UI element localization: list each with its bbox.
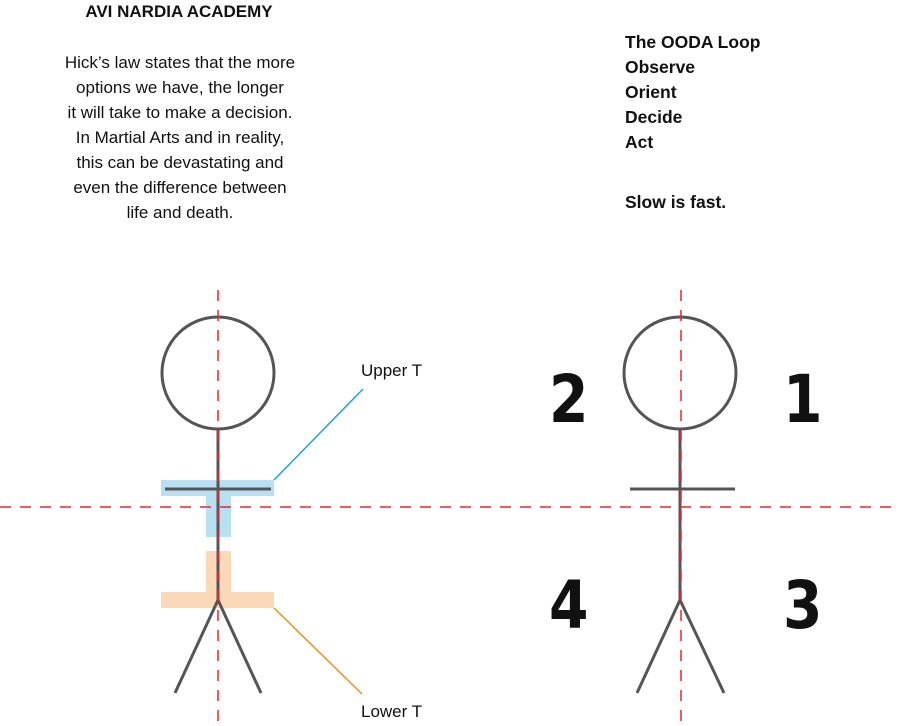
intro-line: this can be devastating and: [76, 153, 284, 172]
intro-line: it will take to make a decision.: [67, 103, 293, 122]
quadrant-number-3: 3: [783, 567, 823, 644]
left-figure-right-leg: [216, 599, 263, 694]
ooda-step-orient: Orient: [625, 82, 677, 102]
right-stick-figure: [622, 315, 738, 694]
right-figure-left-leg: [635, 599, 682, 694]
lower-t-label: Lower T: [361, 702, 423, 721]
ooda-heading: The OODA Loop: [625, 32, 761, 52]
lower-t-leader-line: [273, 607, 363, 695]
ooda-loop-list: The OODA Loop Observe Orient Decide Act: [625, 30, 760, 155]
quadrant-number-2: 2: [549, 361, 589, 438]
academy-title: AVI NARDIA ACADEMY: [85, 2, 273, 21]
intro-line: life and death.: [126, 203, 234, 222]
right-figure-right-leg: [678, 599, 726, 694]
hicks-law-text: Hick’s law states that the more options …: [40, 50, 320, 225]
intro-line: options we have, the longer: [76, 78, 284, 97]
intro-line: In Martial Arts and in reality,: [75, 128, 285, 147]
right-figure-head: [622, 315, 738, 431]
left-figure-left-leg: [173, 599, 220, 694]
ooda-step-observe: Observe: [625, 57, 696, 77]
motto-text: Slow is fast.: [625, 192, 727, 212]
ooda-step-decide: Decide: [625, 107, 683, 127]
upper-t-label: Upper T: [361, 361, 423, 380]
quadrant-number-1: 1: [783, 361, 823, 438]
intro-line: Hick’s law states that the more: [64, 53, 296, 72]
guide-lines: [0, 290, 900, 726]
ooda-step-act: Act: [625, 132, 654, 152]
quadrant-number-4: 4: [549, 567, 589, 644]
intro-line: even the difference between: [73, 178, 287, 197]
upper-t-leader-line: [273, 388, 364, 481]
